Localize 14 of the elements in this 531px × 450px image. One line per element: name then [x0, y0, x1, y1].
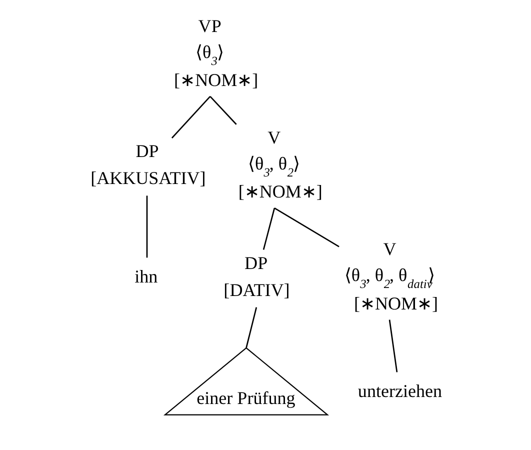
node-text: V ⟨θ$_{3}$, θ$_{2}$⟩ [∗NOM∗] [238, 128, 322, 202]
connector [388, 320, 398, 372]
node-text: ihn [134, 266, 158, 286]
connector [274, 208, 339, 248]
connector [245, 307, 257, 348]
node-text: DP [AKKUSATIV] [90, 141, 206, 188]
node-text: VP ⟨θ$_{3}$⟩ [∗NOM∗] [174, 16, 258, 90]
connector [209, 96, 236, 125]
node-text: unterziehen [357, 380, 442, 401]
node-text: V ⟨θ$_{3}$, θ$_{2}$, θ$_{dativ}$⟩ [∗NOM∗] [344, 239, 438, 314]
connector [146, 196, 148, 258]
node-text: DP [DATIV] [223, 252, 290, 300]
connector [170, 96, 210, 138]
connector [262, 208, 275, 250]
